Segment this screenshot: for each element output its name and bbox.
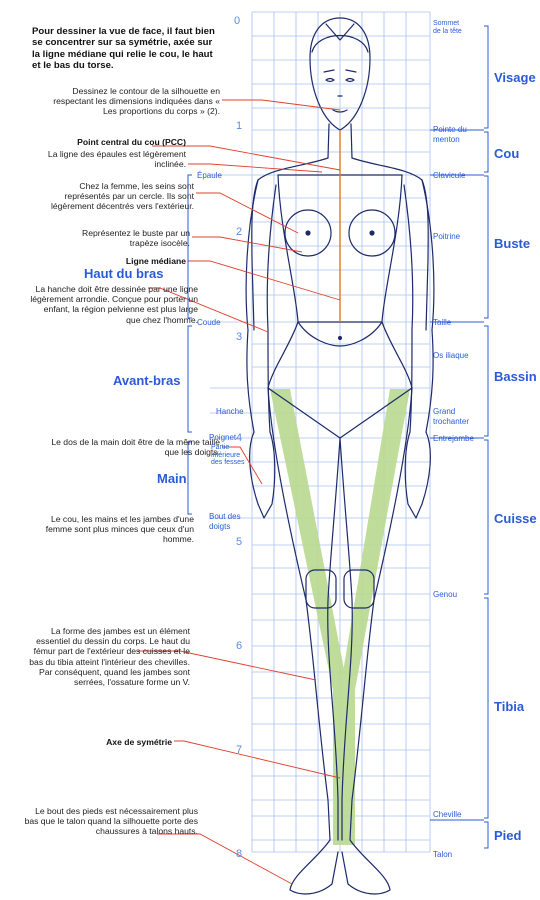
intro-title: Pour dessiner la vue de face, il faut bi…: [32, 26, 215, 72]
female-thinness-note: Le cou, les mains et les jambes d'une fe…: [45, 514, 194, 545]
head-number-3: 3: [236, 331, 243, 343]
section-pied: Pied: [494, 828, 522, 843]
section-cou: Cou: [494, 146, 520, 161]
label-coude: Coude: [197, 318, 221, 327]
head-number-8: 8: [236, 848, 243, 860]
label-talon: Talon: [433, 850, 453, 859]
label-poignet: Poignet: [209, 433, 237, 442]
head-number-7: 7: [236, 744, 243, 756]
head-number-4: 4: [236, 432, 243, 444]
label-grand-trochanter: Grand trochanter: [433, 407, 470, 426]
contour-note: Dessinez le contour de la silhouette en …: [53, 86, 220, 117]
section-cuisse: Cuisse: [494, 511, 537, 526]
head-number-6: 6: [236, 640, 243, 652]
section-brackets: [430, 25, 489, 849]
label-genou: Genou: [433, 590, 458, 599]
section-avant-bras: Avant-bras: [113, 373, 181, 388]
label-pointe-menton: Pointe du menton: [433, 125, 467, 144]
label-entrejambe: Entrejambe: [433, 434, 474, 443]
label-os-iliaque: Os iliaque: [433, 351, 469, 360]
breast-note: Chez la femme, les seins sont représenté…: [50, 181, 194, 212]
head-number-1: 1: [236, 120, 243, 132]
label-poitrine: Poitrine: [433, 232, 461, 241]
pcc-note: La ligne des épaules est légèrement incl…: [47, 149, 186, 170]
label-hanche: Hanche: [216, 407, 244, 416]
section-visage: Visage: [494, 70, 536, 85]
section-bassin: Bassin: [494, 369, 537, 384]
symmetry-axis-title: Axe de symétrie: [106, 737, 172, 747]
label-epaule: Épaule: [197, 171, 222, 180]
label-clavicule: Clavicule: [433, 171, 466, 180]
feet-note: Le bout des pieds est nécessairement plu…: [24, 806, 198, 837]
pcc-title: Point central du cou (PCC): [77, 137, 186, 147]
hip-note: La hanche doit être dessinée par une lig…: [30, 284, 198, 325]
legs-note: La forme des jambes est un élément essen…: [29, 626, 190, 688]
hand-note: Le dos de la main doit être de la même t…: [51, 437, 220, 458]
bust-note: Représentez le buste par un trapèze isoc…: [82, 228, 190, 249]
median-line-title: Ligne médiane: [125, 256, 186, 266]
label-partie-fesses: Partie inférieure des fesses: [211, 444, 245, 467]
section-haut-du-bras: Haut du bras: [84, 266, 164, 281]
section-buste: Buste: [494, 236, 531, 251]
label-bout-doigts: Bout des doigts: [209, 512, 241, 531]
label-taille: Taille: [433, 318, 452, 327]
head-number-2: 2: [236, 226, 243, 238]
section-main: Main: [157, 471, 187, 486]
leg-bone-bands: [270, 389, 410, 845]
head-number-5: 5: [236, 536, 243, 548]
head-number-0: 0: [234, 15, 241, 27]
label-cheville: Cheville: [433, 810, 462, 819]
leader-lines: [138, 99, 341, 885]
label-sommet: Sommet de la tête: [433, 20, 462, 35]
section-tibia: Tibia: [494, 699, 525, 714]
arm-bracket: [187, 174, 192, 515]
